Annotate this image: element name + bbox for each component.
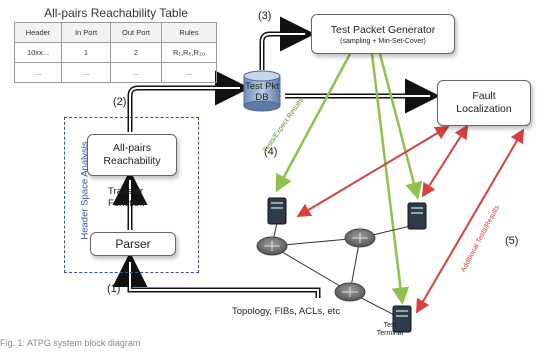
table-cell: ... bbox=[161, 62, 217, 83]
step-1-label: (1) bbox=[107, 283, 121, 295]
test-terminal-line1: Test bbox=[383, 322, 397, 329]
table-cell: ... bbox=[61, 62, 111, 83]
all-pairs-reachability-box: All-pairs Reachability bbox=[87, 134, 177, 176]
table-header-row: Header In Port Out Port Rules bbox=[14, 22, 217, 43]
table-cell: 2 bbox=[110, 42, 162, 63]
router-icon bbox=[344, 228, 376, 248]
step-5-label: (5) bbox=[505, 235, 519, 247]
reachability-table-title: All-pairs Reachability Table bbox=[44, 6, 188, 20]
step-4-label: (4) bbox=[264, 146, 278, 158]
router-icon bbox=[256, 236, 288, 256]
db-line1: Test Pkt bbox=[245, 81, 279, 92]
test-packet-generator-sublabel: (sampling + Min-Set-Cover) bbox=[340, 37, 426, 45]
table-row: ... ... ... ... bbox=[14, 62, 217, 83]
header-space-analysis-region bbox=[64, 117, 199, 273]
table-row: 10xx... 1 2 R₁,R₅,R₂₀ bbox=[14, 42, 217, 63]
test-terminal-label: Test Terminal bbox=[370, 322, 410, 338]
fault-localization-line1: Fault bbox=[472, 90, 496, 102]
table-cell: 10xx... bbox=[14, 42, 62, 63]
test-pkt-db-icon bbox=[243, 70, 281, 112]
db-to-tpg-arrow bbox=[259, 16, 315, 70]
router-icon bbox=[334, 282, 366, 302]
green-arrows bbox=[275, 53, 423, 305]
reachability-line1: All-pairs bbox=[113, 142, 151, 154]
figure-caption: Fig. 1: ATPG system block diagram bbox=[0, 338, 141, 348]
column-header: Out Port bbox=[110, 22, 162, 43]
table-cell: ... bbox=[110, 62, 162, 83]
reachability-table: Header In Port Out Port Rules 10xx... 1 … bbox=[14, 22, 217, 83]
fault-localization-box: Fault Localization bbox=[437, 80, 531, 126]
test-terminal-line2: Terminal bbox=[376, 330, 404, 337]
table-cell: ... bbox=[14, 62, 62, 83]
transfer-line2: Function bbox=[108, 198, 145, 209]
server-icon bbox=[407, 202, 427, 230]
test-packet-generator-label: Test Packet Generator bbox=[330, 23, 436, 36]
step-3-label: (3) bbox=[258, 10, 272, 22]
table-cell: R₁,R₅,R₂₀ bbox=[161, 42, 217, 63]
table-cell: 1 bbox=[61, 42, 111, 63]
topology-label: Topology, FIBs, ACLs, etc bbox=[232, 306, 341, 317]
transfer-line1: Transfer bbox=[108, 186, 144, 197]
test-terminal-icon bbox=[392, 305, 412, 333]
step-2-label: (2) bbox=[113, 96, 127, 108]
server-icon bbox=[267, 197, 287, 225]
column-header: In Port bbox=[61, 22, 111, 43]
test-packet-generator-box: Test Packet Generator (sampling + Min-Se… bbox=[311, 14, 455, 54]
column-header: Rules bbox=[161, 22, 217, 43]
reachability-line2: Reachability bbox=[103, 155, 161, 167]
db-line2: DB bbox=[255, 92, 269, 103]
transfer-function-label: Transfer Function bbox=[108, 186, 144, 210]
red-arrows bbox=[296, 124, 525, 314]
test-pkt-db-label: Test Pkt DB bbox=[244, 81, 280, 103]
column-header: Header bbox=[14, 22, 62, 43]
parser-box: Parser bbox=[90, 232, 176, 256]
fault-localization-line2: Localization bbox=[456, 103, 512, 115]
